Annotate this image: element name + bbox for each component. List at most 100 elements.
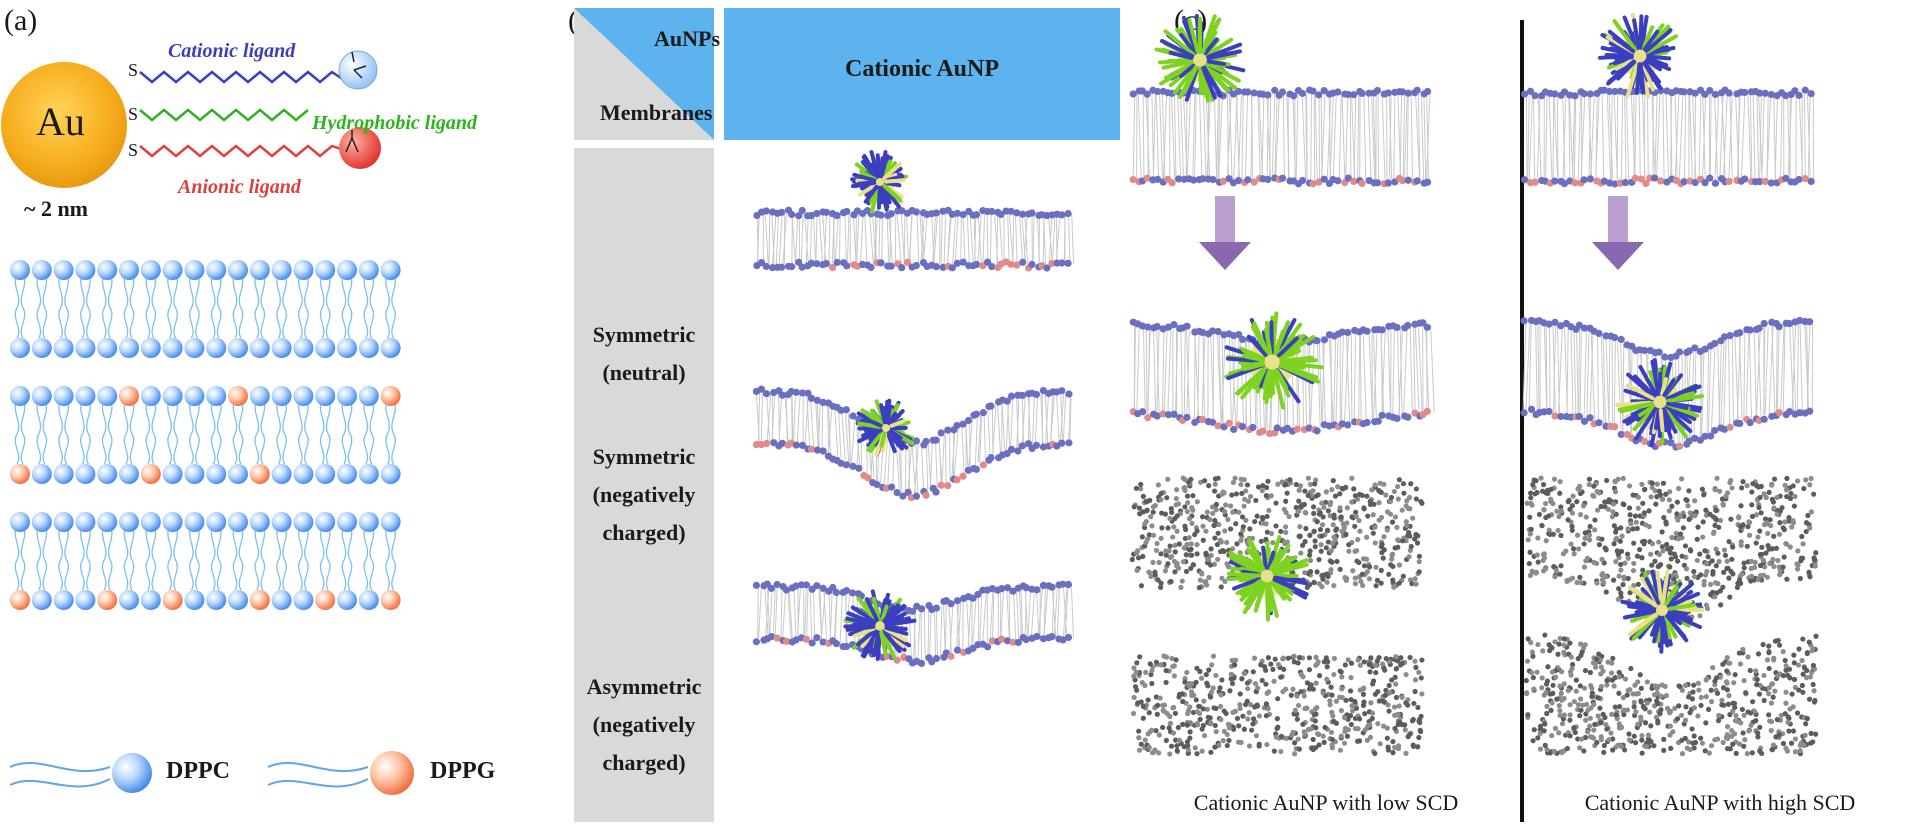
lipid-head (917, 605, 926, 613)
solvent-bead (1811, 688, 1817, 694)
solvent-bead (1748, 578, 1754, 584)
solvent-bead (1325, 573, 1331, 580)
solvent-bead (1738, 542, 1744, 548)
solvent-bead (1803, 675, 1810, 681)
solvent-bead (1682, 543, 1689, 549)
solvent-bead (1527, 531, 1533, 537)
solvent-bead (1592, 664, 1599, 670)
solvent-bead (1679, 737, 1685, 743)
solvent-bead (1615, 596, 1621, 602)
solvent-bead (1236, 723, 1242, 729)
solvent-bead (1307, 532, 1313, 538)
lipid-tail (173, 273, 178, 339)
lipid-tail (1430, 325, 1435, 414)
solvent-bead (1687, 710, 1693, 716)
solvent-bead (1598, 734, 1604, 740)
solvent-bead (1415, 533, 1421, 539)
dppc-head (271, 464, 292, 484)
solvent-bead (1548, 707, 1554, 713)
solvent-bead (1241, 477, 1247, 483)
lipid-tail (929, 440, 933, 491)
solvent-bead (1295, 508, 1301, 515)
solvent-bead (1644, 700, 1650, 706)
ligand-strand (1633, 374, 1657, 398)
lipid-tail (210, 273, 216, 339)
solvent-bead (1753, 718, 1759, 724)
solvent-bead (1331, 583, 1337, 589)
solvent-bead (1169, 509, 1175, 516)
ligand-strand (884, 624, 908, 632)
lipid-tail (64, 273, 69, 339)
solvent-bead (1778, 712, 1784, 718)
solvent-bead (1320, 514, 1326, 520)
solvent-bead (1219, 677, 1225, 683)
ligand-strand (1625, 62, 1640, 99)
solvent-bead (1775, 557, 1781, 564)
solvent-bead (1316, 742, 1322, 748)
lipid-head (959, 472, 967, 480)
solvent-bead (1526, 560, 1532, 567)
solvent-bead (1687, 746, 1693, 753)
solvent-bead (1691, 682, 1697, 688)
solvent-bead (1357, 662, 1363, 668)
lipid-head (798, 389, 807, 397)
lipid-head (1138, 408, 1147, 416)
solvent-bead (1413, 664, 1419, 670)
lipid-tail (101, 399, 107, 465)
solvent-bead (1616, 690, 1622, 696)
lipid-head (842, 461, 850, 469)
solvent-bead (1724, 655, 1730, 661)
solvent-bead (1131, 694, 1137, 701)
arrow-shaft (1608, 196, 1628, 244)
lipid-tail (1647, 93, 1649, 181)
solvent-bead (1372, 482, 1378, 488)
sulfur-label-3: S (128, 140, 139, 160)
solvent-bead (1170, 663, 1176, 670)
solvent-bead (1637, 672, 1643, 678)
solvent-bead (1389, 677, 1395, 683)
solvent-bead (1143, 669, 1149, 675)
lipid-head (1791, 87, 1799, 95)
lipid-head (1595, 329, 1603, 338)
solvent-bead (1682, 717, 1689, 723)
solvent-bead (1537, 723, 1544, 729)
lipid-tail (962, 213, 966, 265)
solvent-bead (1705, 554, 1711, 560)
solvent-bead (1361, 556, 1367, 562)
solvent-bead (1757, 551, 1764, 558)
solvent-bead (1789, 691, 1795, 697)
lipid-head (813, 634, 821, 642)
solvent-bead (1272, 656, 1278, 662)
lipid-tail (1362, 331, 1367, 421)
lipid-tail (1572, 93, 1576, 181)
lipid-head (1320, 175, 1328, 183)
solvent-bead (1700, 519, 1706, 525)
solvent-bead (1646, 508, 1652, 514)
lipid-tail (979, 412, 983, 463)
solvent-bead (1530, 569, 1536, 575)
solvent-bead (1242, 670, 1248, 677)
ligand-strand (1273, 575, 1309, 586)
ligand-strand (1658, 408, 1665, 433)
lipid-tail (1608, 93, 1614, 181)
solvent-bead (1773, 545, 1780, 551)
solvent-bead (1194, 709, 1200, 715)
lipid-tail (1282, 93, 1286, 181)
ligand-strand (1666, 612, 1683, 626)
solvent-bead (1540, 648, 1546, 654)
lipid-head (1775, 323, 1783, 331)
solvent-bead (1594, 580, 1600, 586)
panel-c-snapshots (1129, 12, 1819, 822)
lipid-head (1701, 345, 1709, 353)
solvent-bead (1543, 514, 1549, 521)
solvent-bead (1152, 569, 1158, 575)
lipid-tail (1381, 328, 1386, 417)
solvent-bead (1580, 503, 1587, 509)
lipid-head (1264, 91, 1272, 99)
solvent-bead (1311, 528, 1317, 534)
sulfur-label-1: S (128, 60, 139, 80)
solvent-bead (1727, 594, 1733, 600)
lipid-head (1313, 427, 1321, 435)
lipid-tail (1213, 93, 1218, 181)
arrow-low-scd (1199, 196, 1251, 270)
